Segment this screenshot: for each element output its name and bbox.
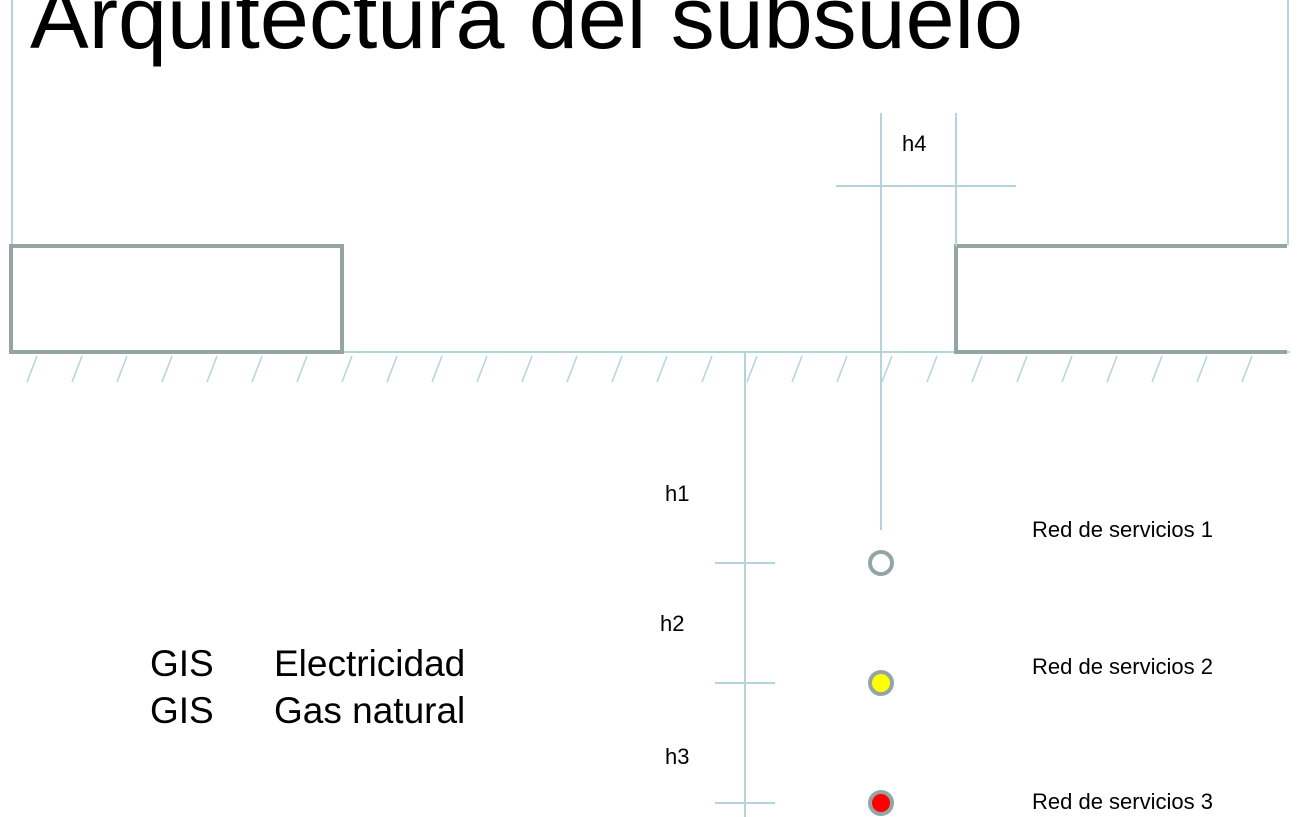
ground-hatching <box>26 355 1253 383</box>
slide-title: Arquitectura del subsuelo <box>30 0 1024 67</box>
service-2-circle <box>868 670 894 696</box>
legend-name: Electricidad <box>274 643 466 684</box>
right-building-box <box>954 244 1287 354</box>
legend-item-gas-natural: GIS Gas natural <box>150 687 465 734</box>
depth-label-h4: h4 <box>902 131 927 156</box>
left-building-box <box>9 244 344 354</box>
legend-prefix: GIS <box>150 643 214 684</box>
depth-label-h3: h3 <box>665 744 690 769</box>
depth-label-h2: h2 <box>660 611 685 636</box>
gis-legend: GIS Electricidad GIS Gas natural <box>150 640 465 734</box>
service-3-label: Red de servicios 3 <box>1032 789 1213 814</box>
service-1-circle <box>868 550 894 576</box>
legend-item-electricidad: GIS Electricidad <box>150 640 465 687</box>
service-1-label: Red de servicios 1 <box>1032 517 1213 542</box>
legend-prefix: GIS <box>150 690 214 731</box>
legend-name: Gas natural <box>274 690 466 731</box>
service-2-label: Red de servicios 2 <box>1032 654 1213 679</box>
service-3-circle <box>868 790 894 816</box>
depth-label-h1: h1 <box>665 481 690 506</box>
